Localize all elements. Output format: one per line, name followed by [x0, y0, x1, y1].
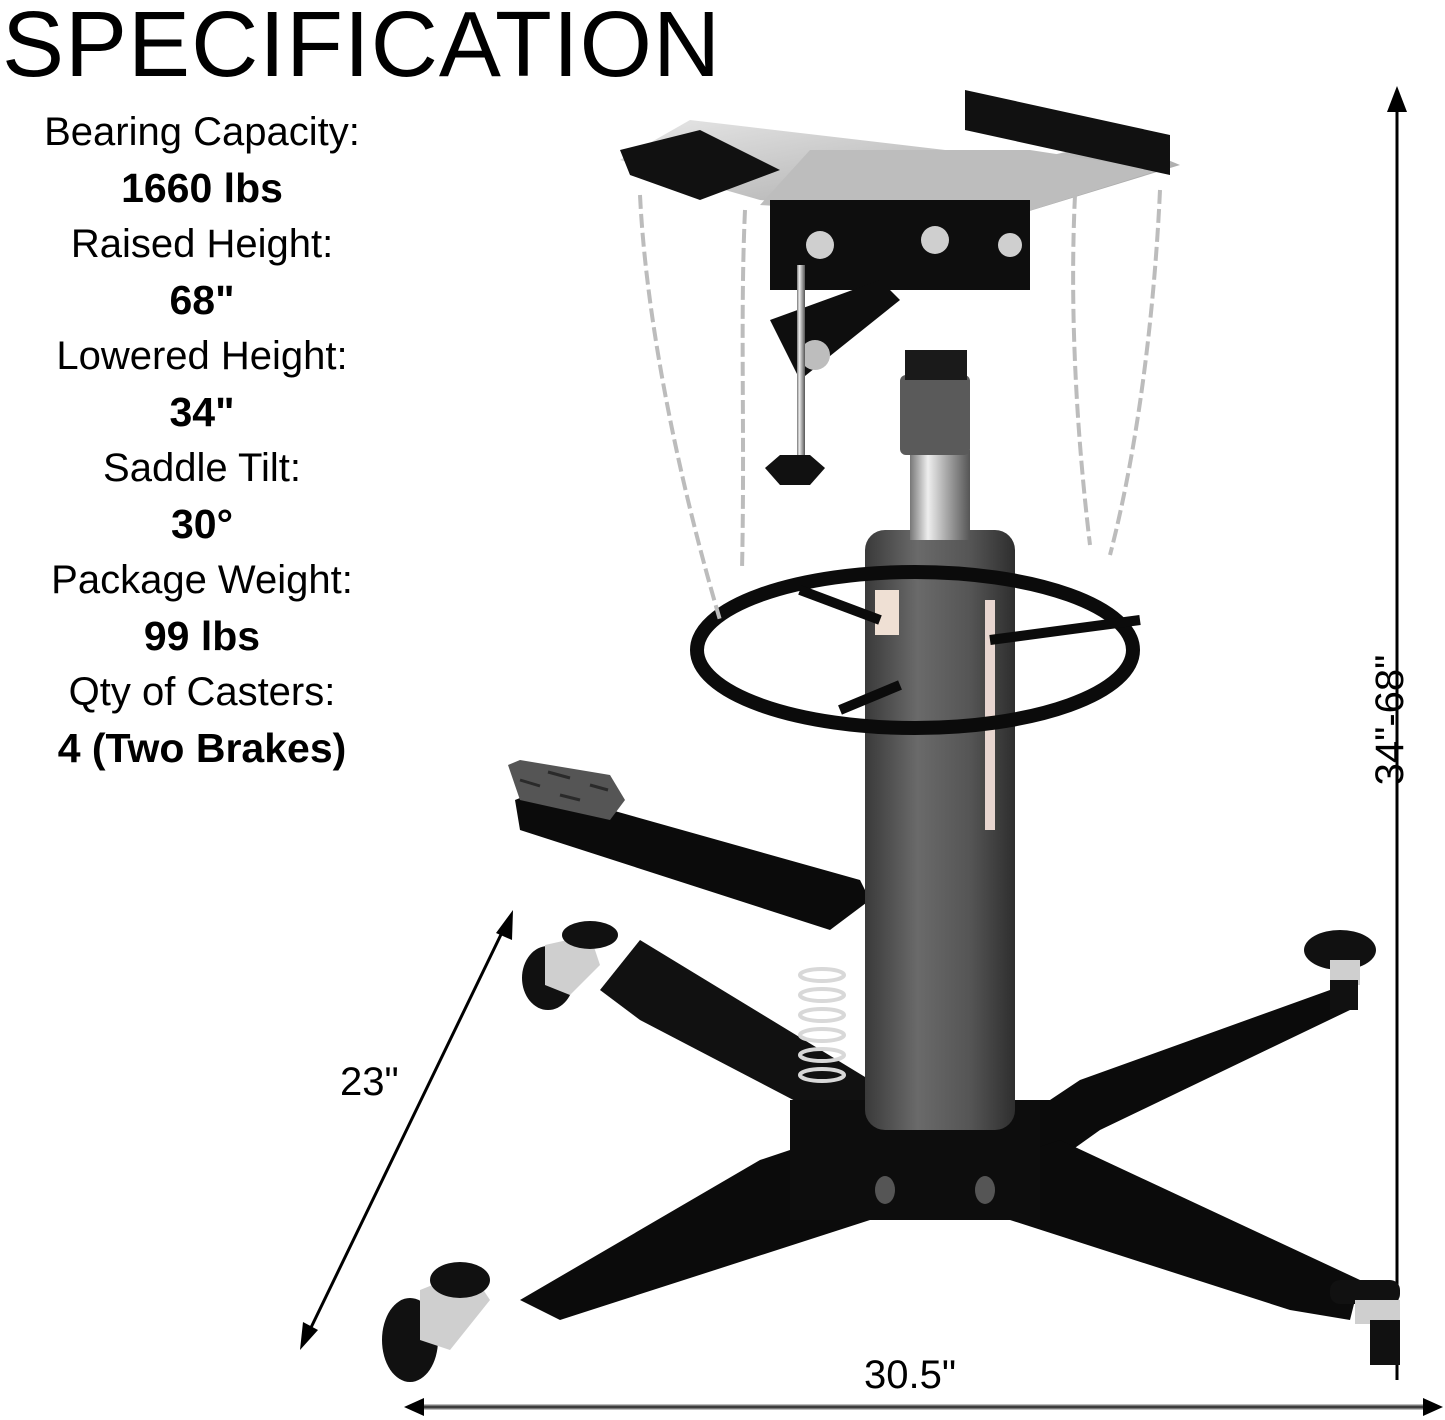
page-title: SPECIFICATION — [2, 0, 722, 96]
handle-ring — [690, 565, 1141, 735]
spec-label: Raised Height: — [70, 222, 334, 266]
spec-value: 34" — [169, 389, 235, 435]
foot-pedal — [508, 760, 870, 930]
piston-ram — [900, 350, 970, 540]
depth-dimension-label: 23" — [340, 1060, 399, 1104]
spec-item: Saddle Tilt: 30° — [0, 440, 404, 552]
spec-item: Bearing Capacity: 1660 lbs — [0, 104, 404, 216]
spec-label: Bearing Capacity: — [44, 110, 360, 154]
spec-value: 30° — [170, 501, 233, 547]
caster-wheels — [382, 921, 1400, 1382]
safety-chains — [638, 189, 1162, 621]
spec-label: Package Weight: — [51, 558, 353, 602]
spec-value: 4 (Two Brakes) — [57, 725, 347, 771]
spec-item: Lowered Height: 34" — [0, 328, 404, 440]
spec-value: 68" — [169, 277, 235, 323]
spec-label: Saddle Tilt: — [103, 446, 301, 490]
spec-item: Raised Height: 68" — [0, 216, 404, 328]
depth-dimension-arrow — [300, 910, 513, 1350]
spec-label: Lowered Height: — [56, 334, 348, 378]
saddle-plate — [620, 90, 1180, 485]
height-dimension-label: 34"-68" — [1368, 654, 1412, 786]
spec-item: Package Weight: 99 lbs — [0, 552, 404, 664]
width-dimension-arrow — [404, 1398, 1443, 1416]
spec-label: Qty of Casters: — [68, 670, 336, 714]
spec-value: 1660 lbs — [121, 165, 283, 211]
spec-item: Qty of Casters: 4 (Two Brakes) — [0, 664, 404, 776]
base-legs — [520, 940, 1360, 1320]
height-dimension-arrow — [1387, 86, 1407, 1380]
spec-value: 99 lbs — [143, 613, 261, 659]
spec-list: Bearing Capacity: 1660 lbs Raised Height… — [0, 104, 404, 776]
width-dimension-label: 30.5" — [864, 1353, 957, 1397]
return-spring — [798, 967, 846, 1083]
hydraulic-cylinder — [865, 530, 1015, 1130]
